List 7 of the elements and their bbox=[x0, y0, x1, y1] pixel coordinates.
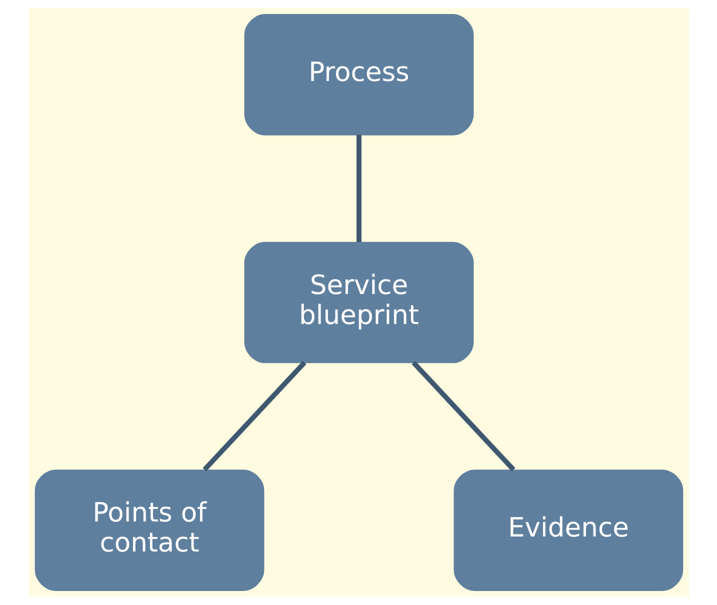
node-box: Evidence bbox=[453, 470, 683, 591]
connector bbox=[356, 134, 361, 242]
connector bbox=[202, 360, 306, 472]
node-box: Process bbox=[244, 14, 474, 136]
node-box: Points of contact bbox=[34, 470, 264, 591]
node-box: Service blueprint bbox=[244, 242, 474, 364]
connector bbox=[411, 360, 515, 472]
